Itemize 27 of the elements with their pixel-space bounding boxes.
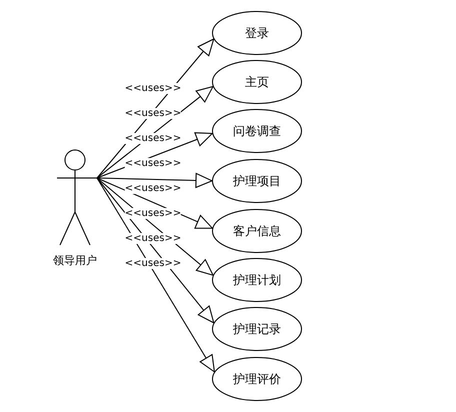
use-case-label: 登录 — [245, 24, 269, 42]
use-case-ellipse — [212, 307, 302, 351]
use-case-label: 问卷调查 — [233, 122, 281, 140]
use-case-ellipse — [212, 11, 302, 55]
actor-name: 领导用户 — [53, 254, 97, 268]
edge-label: <<uses>> — [124, 258, 182, 269]
edge-label: <<uses>> — [124, 183, 182, 194]
edge-label: <<uses>> — [124, 208, 182, 219]
association-arrow — [96, 178, 215, 372]
edge-label: <<uses>> — [124, 158, 182, 169]
use-case-ellipse — [212, 258, 302, 302]
use-case-label: 客户信息 — [233, 222, 281, 240]
use-case-ellipse — [212, 109, 302, 153]
edge-label: <<uses>> — [124, 108, 182, 119]
use-case-ellipse — [212, 60, 302, 104]
use-case-ellipse — [212, 357, 302, 401]
use-case-label: 主页 — [245, 74, 269, 90]
use-case-label: 护理记录 — [233, 320, 281, 338]
use-case-label: 护理项目 — [233, 172, 281, 190]
association-arrow — [96, 172, 212, 188]
use-case-label: 护理计划 — [233, 272, 281, 288]
edge-label: <<uses>> — [124, 83, 182, 94]
use-case-ellipse — [212, 159, 302, 203]
edge-label: <<uses>> — [124, 133, 182, 144]
use-case-ellipse — [212, 209, 302, 253]
edge-label: <<uses>> — [124, 233, 182, 244]
use-case-label: 护理评价 — [233, 370, 281, 388]
